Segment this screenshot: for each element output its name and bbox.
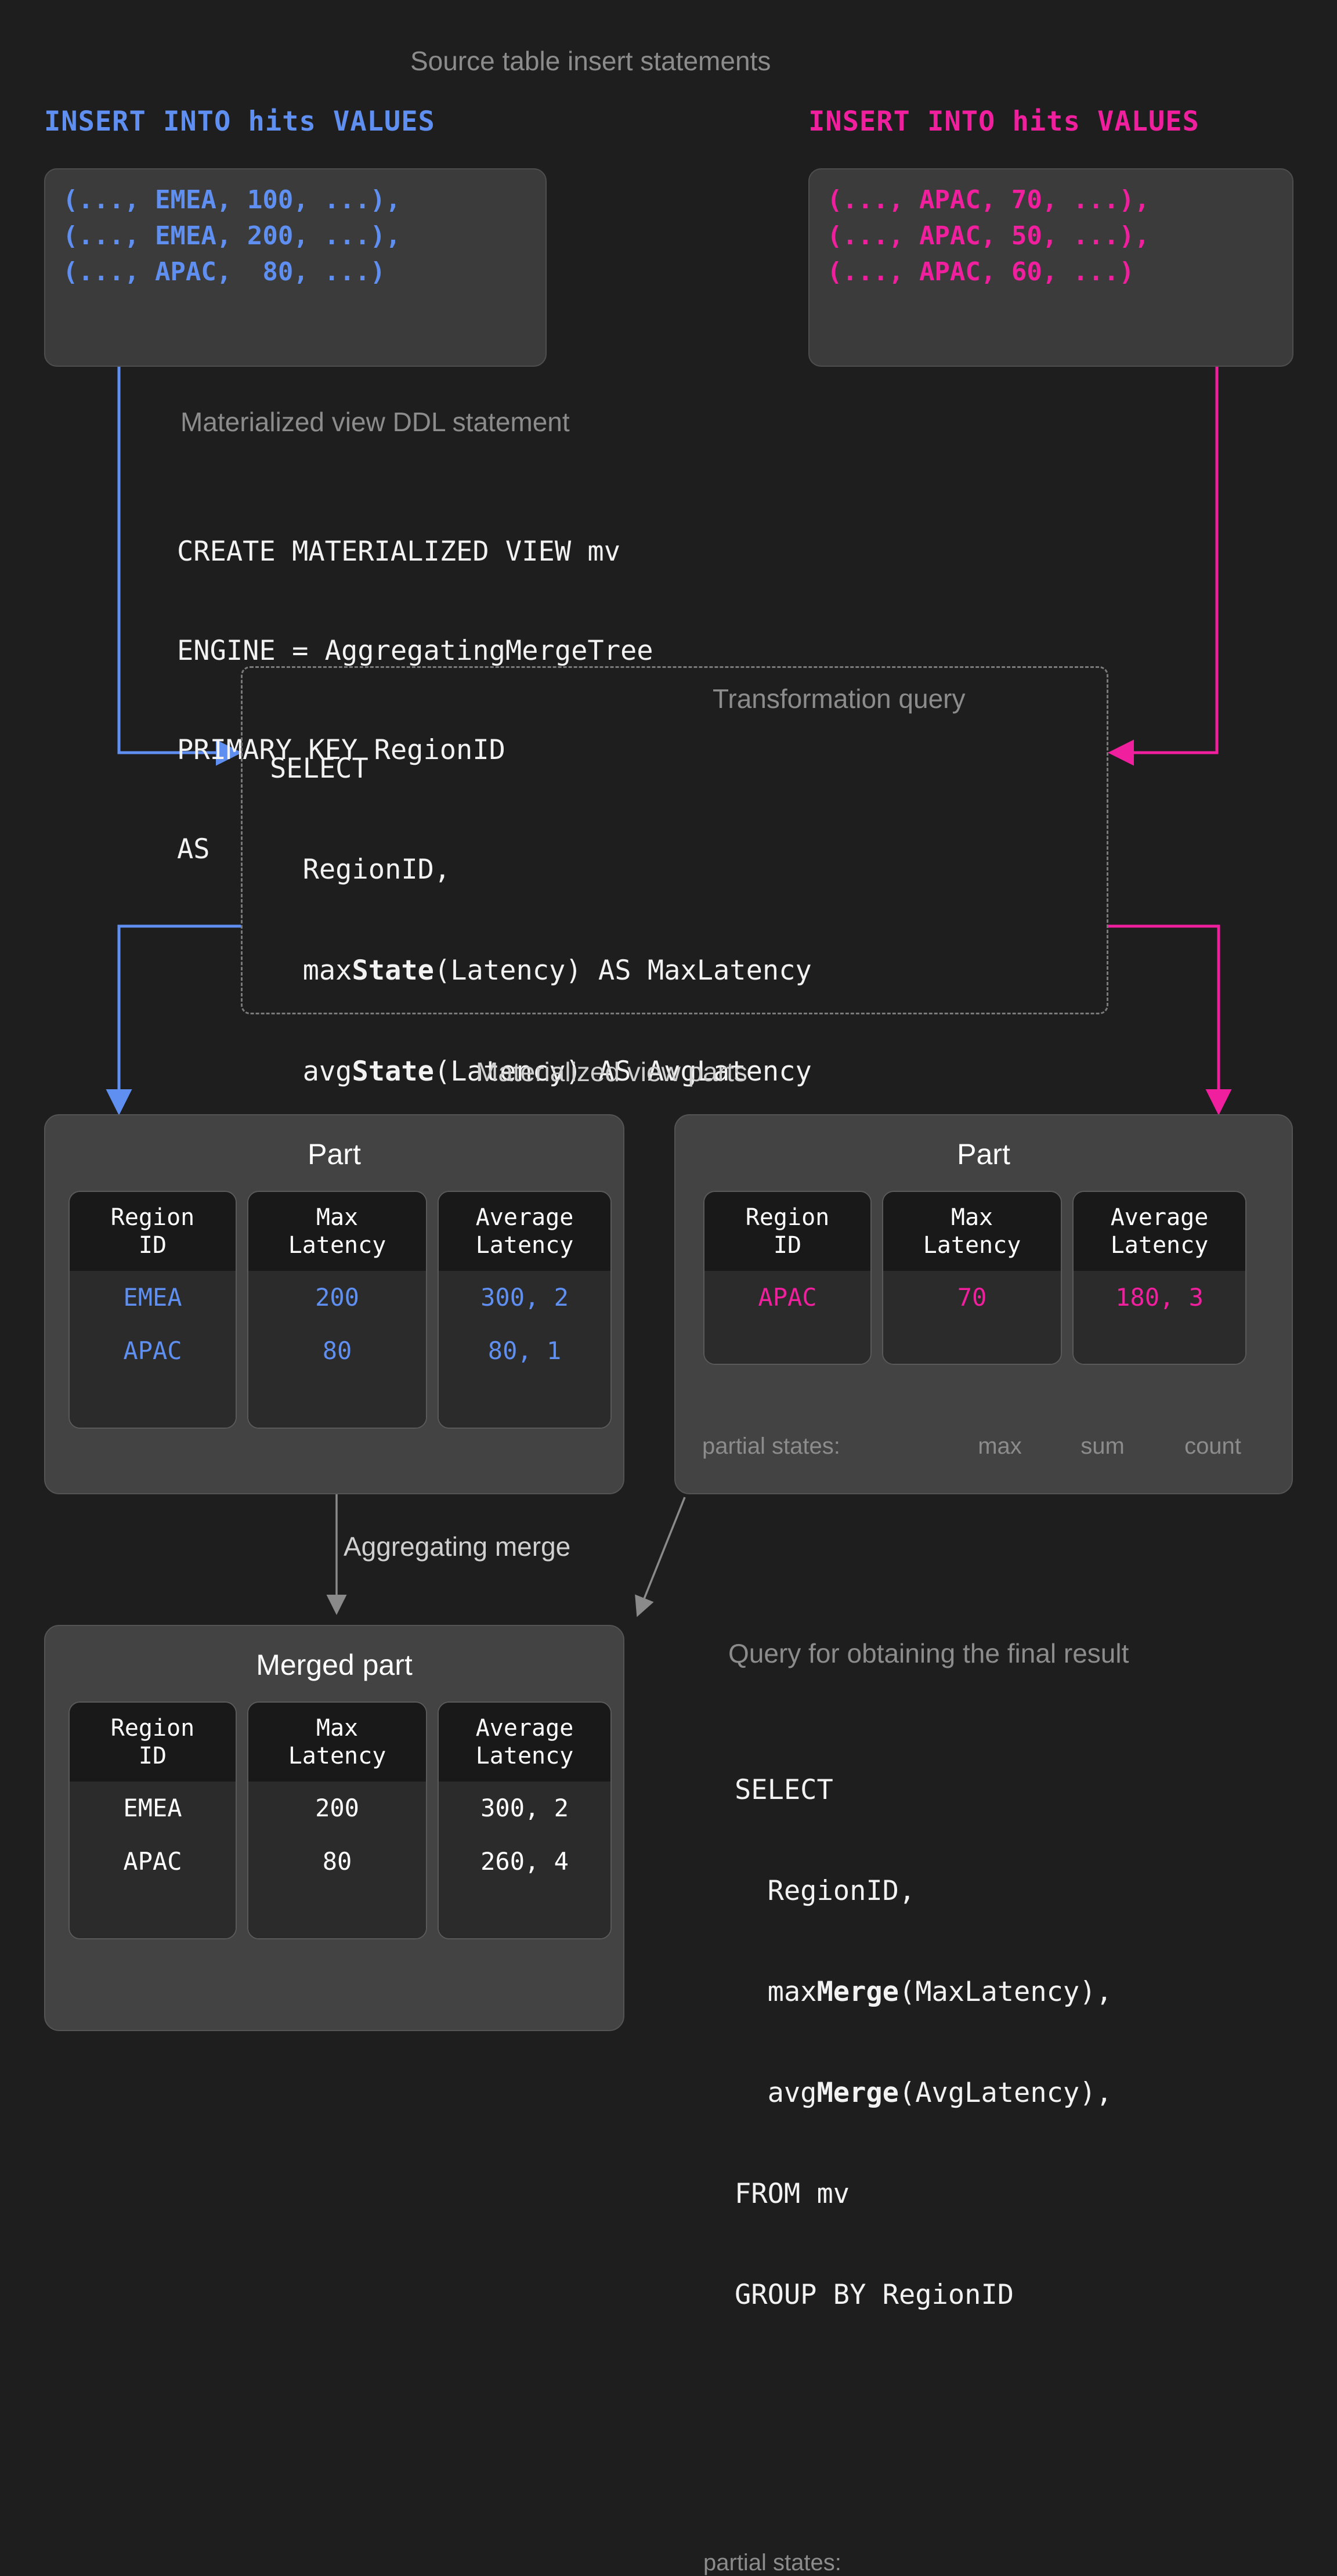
insert-values-box-left: (..., EMEA, 100, ...), (..., EMEA, 200, …	[44, 168, 547, 367]
fq-line: SELECT	[735, 1774, 833, 1806]
column-body: 300, 2 80, 1	[439, 1271, 610, 1428]
ddl-statement: CREATE MATERIALIZED VIEW mv ENGINE = Agg…	[177, 469, 653, 899]
fq-line: maxMerge(MaxLatency),	[735, 1976, 1112, 2008]
part-column-max-latency: Max Latency 200 80	[247, 1191, 427, 1429]
insert-value-row: (..., APAC, 80, ...)	[63, 257, 386, 287]
table-cell: APAC	[123, 1336, 182, 1365]
ddl-heading: Materialized view DDL statement	[180, 407, 570, 437]
table-cell: 80, 1	[487, 1336, 562, 1365]
column-body: APAC	[704, 1271, 870, 1364]
column-header: Region ID	[70, 1703, 236, 1782]
part-column-region-id: Region ID APAC	[703, 1191, 872, 1365]
transformation-query-heading: Transformation query	[713, 684, 966, 714]
partial-state-max: max	[978, 1433, 1022, 1459]
table-cell: EMEA	[123, 1794, 182, 1822]
table-cell: APAC	[123, 1847, 182, 1876]
arrow-insert-right-to-query	[1107, 367, 1219, 766]
part-box-right: Part Region ID APAC Max Latency 70 Avera…	[674, 1114, 1293, 2575]
part-column-max-latency: Max Latency 70	[882, 1191, 1062, 1365]
table-cell: 80	[322, 1336, 352, 1365]
tq-line: SELECT	[270, 753, 368, 785]
transformation-query-box	[241, 666, 1108, 1014]
part-box-left: Part Region ID EMEA APAC Max Latency 200…	[44, 1114, 624, 1494]
merged-column-max-latency: Max Latency 200 80	[247, 1701, 427, 1939]
table-cell: EMEA	[123, 1283, 182, 1312]
insert-value-row: (..., EMEA, 100, ...),	[63, 185, 401, 215]
partial-state-sum: sum	[1081, 1433, 1125, 1459]
insert-header-right: INSERT INTO hits VALUES	[808, 106, 1199, 138]
part-title: Part	[957, 1138, 1010, 1170]
column-body: EMEA APAC	[70, 1271, 236, 1428]
insert-header-left: INSERT INTO hits VALUES	[44, 106, 435, 138]
column-header: Max Latency	[883, 1192, 1061, 1271]
column-header: Average Latency	[439, 1192, 610, 1271]
column-body: 300, 2 260, 4	[439, 1782, 610, 1938]
merged-part-title: Merged part	[256, 1649, 413, 1681]
mv-parts-heading: Materialized view parts	[476, 1057, 747, 1087]
column-body: EMEA APAC	[70, 1782, 236, 1938]
column-body: 200 80	[248, 1271, 426, 1428]
fq-line: FROM mv	[735, 2178, 850, 2210]
table-cell: 200	[315, 1794, 359, 1822]
source-inserts-heading: Source table insert statements	[410, 46, 771, 76]
partial-state-count: count	[1184, 1433, 1241, 1459]
final-query-text: SELECT RegionID, maxMerge(MaxLatency), a…	[735, 1706, 1112, 2346]
table-cell: 70	[957, 1283, 987, 1312]
merged-column-average-latency: Average Latency 300, 2 260, 4	[438, 1701, 612, 1939]
tq-line: maxState(Latency) AS MaxLatency	[270, 955, 812, 987]
ddl-line: PRIMARY KEY RegionID	[177, 734, 505, 766]
fq-line: avgMerge(AvgLatency),	[735, 2077, 1112, 2109]
partial-states-label: partial states:	[703, 2550, 841, 2575]
insert-value-row: (..., APAC, 50, ...),	[827, 221, 1150, 251]
fq-line: GROUP BY RegionID	[735, 2279, 1014, 2311]
tq-line: RegionID,	[270, 854, 451, 886]
merged-column-region-id: Region ID EMEA APAC	[68, 1701, 237, 1939]
column-header: Max Latency	[248, 1703, 426, 1782]
part-column-average-latency: Average Latency 300, 2 80, 1	[438, 1191, 612, 1429]
table-cell: 180, 3	[1115, 1283, 1204, 1312]
column-body: 200 80	[248, 1782, 426, 1938]
final-query-heading: Query for obtaining the final result	[728, 1638, 1129, 1668]
table-cell: 80	[322, 1847, 352, 1876]
arrow-query-to-part-left	[106, 924, 241, 1116]
ddl-line: CREATE MATERIALIZED VIEW mv	[177, 536, 621, 568]
column-header: Average Latency	[1074, 1192, 1245, 1271]
part-column-region-id: Region ID EMEA APAC	[68, 1191, 237, 1429]
insert-values-box-right: (..., APAC, 70, ...), (..., APAC, 50, ..…	[808, 168, 1293, 367]
column-body: 70	[883, 1271, 1061, 1364]
part-title: Part	[308, 1138, 361, 1170]
ddl-line: ENGINE = AggregatingMergeTree	[177, 635, 653, 667]
table-cell: 300, 2	[480, 1794, 569, 1822]
column-body: 180, 3	[1074, 1271, 1245, 1364]
table-cell: 260, 4	[480, 1847, 569, 1876]
table-cell: 300, 2	[480, 1283, 569, 1312]
table-cell: APAC	[758, 1283, 817, 1312]
table-cell: 200	[315, 1283, 359, 1312]
tq-line: avgState(Latency) AS AvgLatency	[270, 1056, 812, 1088]
partial-states-label-text: partial states:	[702, 1433, 840, 1459]
column-header: Average Latency	[439, 1703, 610, 1782]
insert-value-row: (..., EMEA, 200, ...),	[63, 221, 401, 251]
arrow-merge-right	[635, 1497, 686, 1617]
merged-part-box: Merged part Region ID EMEA APAC Max Late…	[44, 1625, 624, 2031]
arrow-query-to-part-right	[1107, 924, 1232, 1116]
part-column-average-latency: Average Latency 180, 3	[1072, 1191, 1246, 1365]
insert-value-row: (..., APAC, 70, ...),	[827, 185, 1150, 215]
column-header: Region ID	[70, 1192, 236, 1271]
ddl-line: AS	[177, 833, 210, 865]
fq-line: RegionID,	[735, 1875, 916, 1907]
insert-value-row: (..., APAC, 60, ...)	[827, 257, 1134, 287]
aggregating-merge-label: Aggregating merge	[344, 1531, 571, 1562]
column-header: Region ID	[704, 1192, 870, 1271]
column-header: Max Latency	[248, 1192, 426, 1271]
